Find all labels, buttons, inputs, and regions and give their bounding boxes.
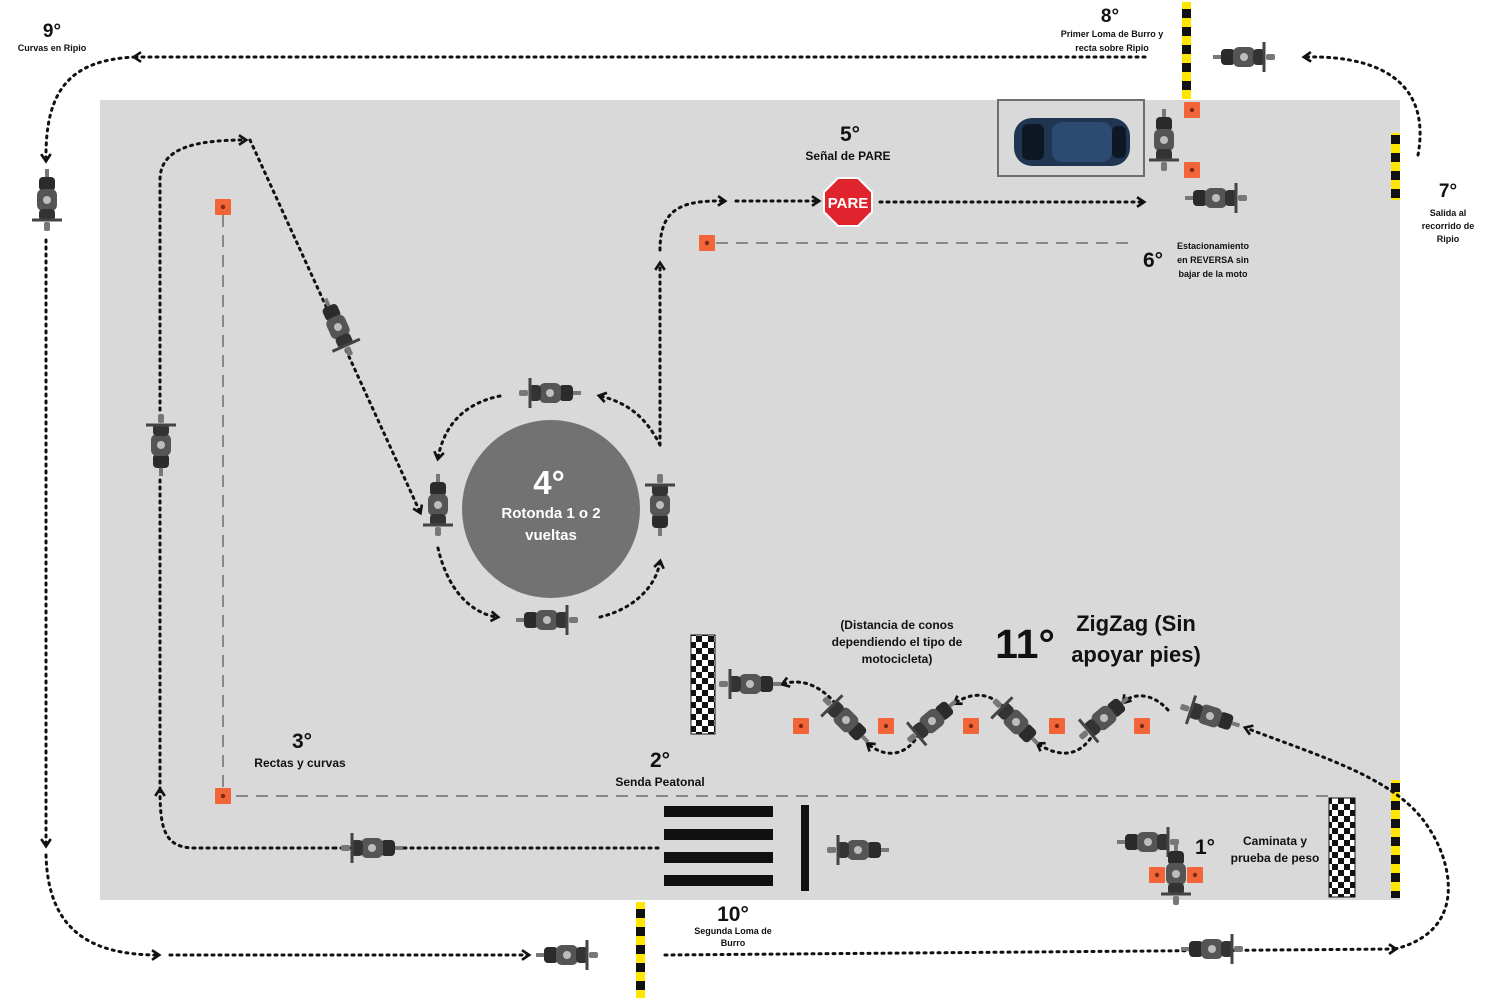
traffic-cone-icon <box>878 718 894 734</box>
station-11-number: 11° <box>995 621 1055 667</box>
traffic-cone-icon <box>1184 162 1200 178</box>
station-11-label-1: ZigZag (Sin <box>1076 611 1196 636</box>
station-2-label: Senda Peatonal <box>615 775 704 789</box>
motorcycle-icon <box>30 167 64 233</box>
station-7-label-2: recorrido de <box>1422 221 1475 231</box>
station-7-label-1: Salida al <box>1430 208 1467 218</box>
station-6-label-2: en REVERSA sin <box>1177 255 1249 265</box>
cone-note-1: (Distancia de conos <box>840 618 954 632</box>
station-8-label-2: recta sobre Ripio <box>1075 43 1149 53</box>
station-3-number: 3° <box>292 730 312 753</box>
stop-line <box>801 805 809 891</box>
station-7-number: 7° <box>1439 181 1457 202</box>
station-10-label-1: Segunda Loma de <box>694 926 772 936</box>
station-2-number: 2° <box>650 749 670 772</box>
stop-sign-label: PARE <box>828 195 869 212</box>
cone-note-2: dependiendo el tipo de <box>832 635 963 649</box>
station-4-label-1: Rotonda 1 o 2 <box>501 505 600 522</box>
station-10-label-2: Burro <box>721 938 746 948</box>
station-9-label: Curvas en Ripio <box>18 43 87 53</box>
parking-space <box>997 99 1145 177</box>
speed-bump-icon <box>1391 780 1400 898</box>
cone-note-3: motocicleta) <box>862 652 933 666</box>
traffic-cone-icon <box>793 718 809 734</box>
station-8-label-1: Primer Loma de Burro y <box>1061 29 1164 39</box>
stop-sign-icon: PARE <box>823 177 873 227</box>
station-8-number: 8° <box>1101 6 1119 27</box>
traffic-cone-icon <box>1149 867 1165 883</box>
checkered-flag-icon <box>1328 797 1356 898</box>
station-10-number: 10° <box>717 903 749 926</box>
crosswalk-icon <box>664 806 773 886</box>
station-1-label-1: Caminata y <box>1243 834 1307 848</box>
station-1-label-2: prueba de peso <box>1231 851 1320 865</box>
motorcycle-icon <box>534 938 600 972</box>
traffic-cone-icon <box>699 235 715 251</box>
traffic-cone-icon <box>1184 102 1200 118</box>
station-4-number: 4° <box>533 464 565 501</box>
station-6-label-3: bajar de la moto <box>1178 269 1248 279</box>
station-6-number: 6° <box>1143 249 1163 272</box>
traffic-cone-icon <box>1049 718 1065 734</box>
station-1-number: 1° <box>1195 836 1215 859</box>
station-7-label-3: Ripio <box>1437 234 1460 244</box>
car-icon <box>1014 118 1130 166</box>
traffic-cone-icon <box>963 718 979 734</box>
station-6-label-1: Estacionamiento <box>1177 241 1250 251</box>
station-3-label: Rectas y curvas <box>254 756 346 770</box>
traffic-cone-icon <box>1134 718 1150 734</box>
speed-bump-icon <box>1182 2 1191 99</box>
motorcycle-icon <box>1211 40 1277 74</box>
station-9-number: 9° <box>43 21 61 42</box>
traffic-cone-icon <box>215 788 231 804</box>
practice-field <box>100 100 1400 900</box>
roundabout <box>462 420 640 598</box>
traffic-cone-icon <box>215 199 231 215</box>
traffic-cone-icon <box>1187 867 1203 883</box>
station-11-label-2: apoyar pies) <box>1071 642 1201 667</box>
speed-bump-icon <box>636 902 645 998</box>
speed-bump-icon <box>1391 133 1400 200</box>
station-5-label: Señal de PARE <box>805 149 890 163</box>
station-5-number: 5° <box>840 123 860 146</box>
checkered-flag-icon <box>690 634 716 735</box>
station-4-label-2: vueltas <box>525 527 577 544</box>
